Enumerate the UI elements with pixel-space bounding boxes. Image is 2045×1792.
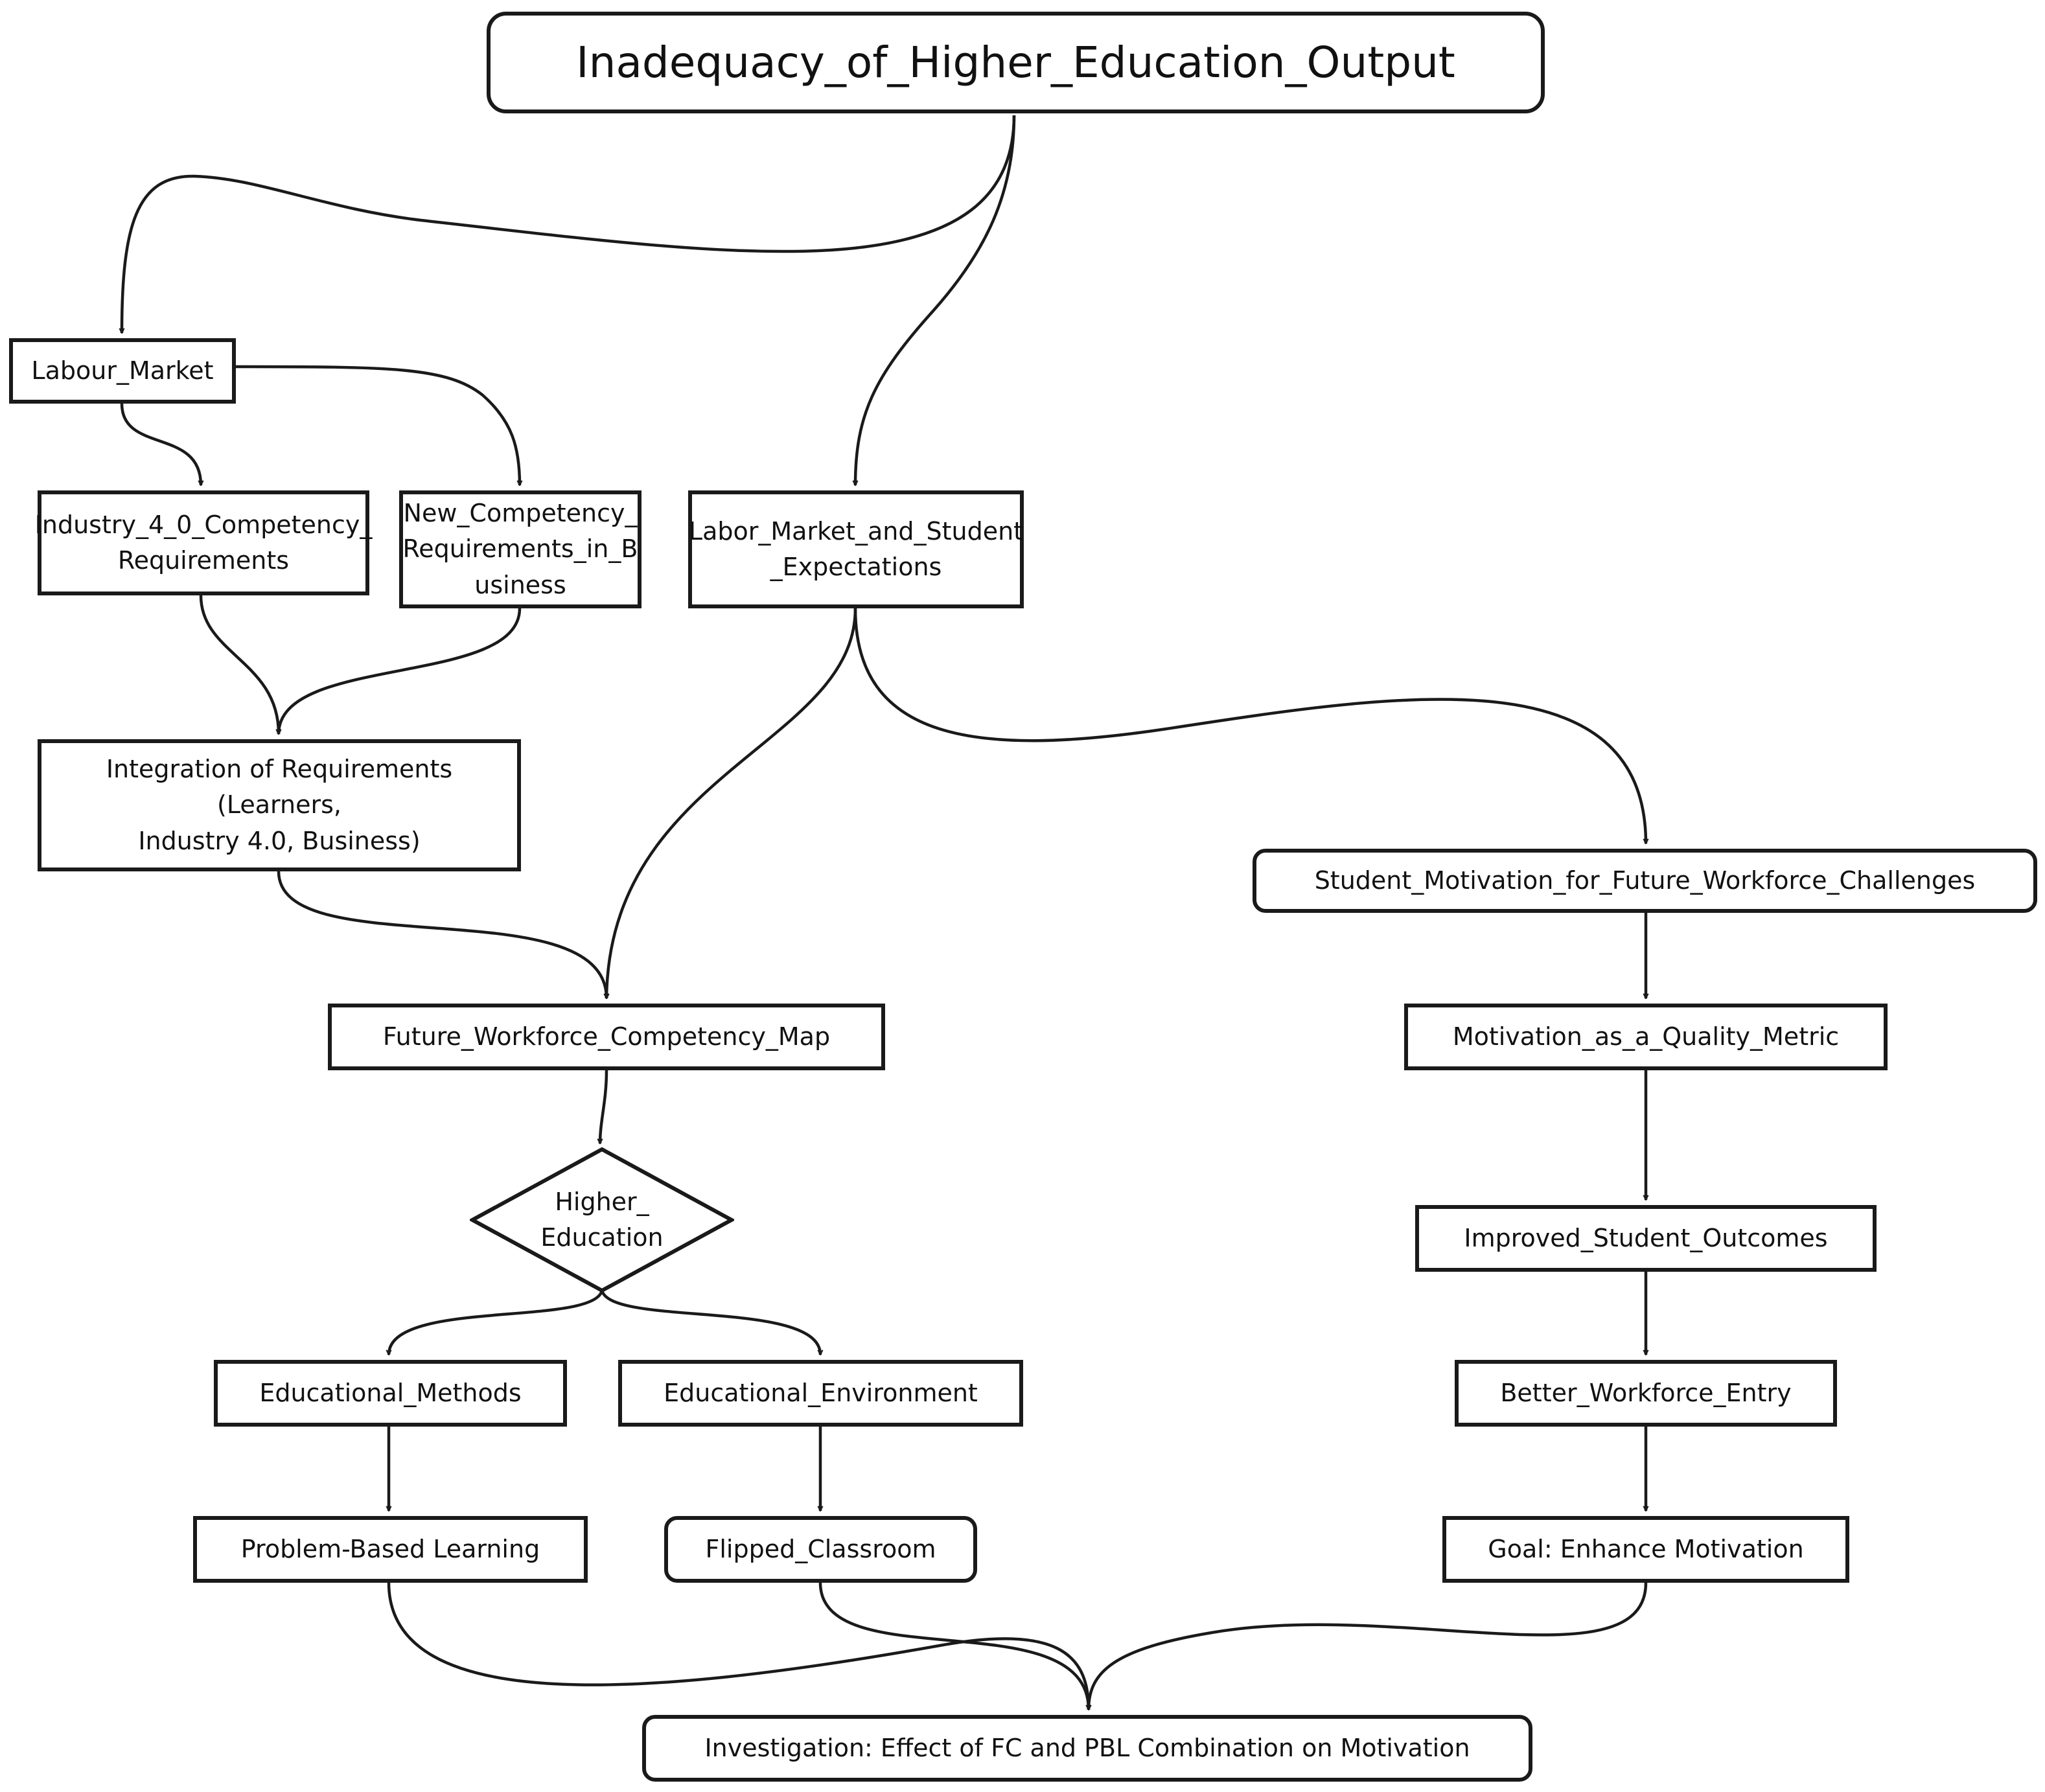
edge-labor-student-to-student-motivation [853,608,1646,844]
goal-node: Goal: Enhance Motivation [1442,1516,1849,1583]
flipped-label: Flipped_Classroom [705,1534,936,1563]
higher-education-diamond [470,1147,734,1293]
student-motivation-label: Student_Motivation_for_Future_Workforce_… [1314,866,1976,895]
goal-label: Goal: Enhance Motivation [1488,1534,1804,1563]
edge-labour-market-to-new-competency [235,365,520,485]
industry-requirements-node: Industry_4_0_Competency_ Requirements [35,490,372,595]
new-competency-label: New_Competency_ Requirements_in_B usines… [402,499,638,599]
labor-student-label: Labor_Market_and_Student _Expectations [688,516,1024,581]
motivation-metric-label: Motivation_as_a_Quality_Metric [1452,1022,1840,1051]
educational-environment-node: Educational_Environment [618,1360,1023,1427]
improved-outcomes-label: Improved_Student_Outcomes [1464,1223,1828,1252]
flipped-node: Flipped_Classroom [664,1516,977,1583]
improved-outcomes-node: Improved_Student_Outcomes [1415,1205,1877,1272]
new-competency-node: New_Competency_ Requirements_in_B usines… [399,490,641,608]
student-motivation-node: Student_Motivation_for_Future_Workforce_… [1253,849,2037,913]
edge-integration-to-competency-map [277,871,607,998]
higher-education-label: Higher_ Education [540,1187,664,1252]
integration-label: Integration of Requirements (Learners, I… [106,755,453,855]
edge-higher-education-to-educational-methods [389,1290,604,1355]
industry-requirements-label: Industry_4_0_Competency_ Requirements [34,510,373,575]
investigation-label: Investigation: Effect of FC and PBL Comb… [704,1733,1470,1762]
edge-root-to-labour-market [122,115,1016,333]
edge-industry-to-integration [199,595,279,734]
better-entry-node: Better_Workforce_Entry [1455,1360,1837,1427]
pbl-node: Problem-Based Learning [193,1516,588,1583]
edge-goal-to-investigation [1089,1582,1648,1710]
labor-student-node: Labor_Market_and_Student _Expectations [688,490,1024,608]
integration-node: Integration of Requirements (Learners, I… [38,739,521,871]
better-entry-label: Better_Workforce_Entry [1500,1378,1792,1407]
educational-methods-label: Educational_Methods [259,1378,522,1407]
educational-methods-node: Educational_Methods [214,1360,567,1427]
edge-flipped-to-investigation [818,1582,1089,1710]
edge-labour-market-to-industry [120,403,201,485]
pbl-label: Problem-Based Learning [240,1534,540,1563]
competency-map-node: Future_Workforce_Competency_Map [328,1004,885,1070]
labour-market-label: Labour_Market [31,356,214,385]
competency-map-label: Future_Workforce_Competency_Map [382,1022,831,1051]
edge-labor-student-to-competency-map [607,608,857,998]
edge-higher-education-to-educational-environment [600,1290,820,1355]
edge-new-competency-to-integration [279,608,522,734]
root-node: Inadequacy_of_Higher_Education_Output [487,12,1545,113]
edge-root-to-labor-student [855,115,1016,485]
labour-market-node: Labour_Market [9,338,236,404]
root-label: Inadequacy_of_Higher_Education_Output [576,37,1455,87]
edge-pbl-to-investigation [387,1582,1089,1710]
edge-competency-map-to-higher-education [600,1070,608,1143]
investigation-node: Investigation: Effect of FC and PBL Comb… [642,1715,1532,1782]
motivation-metric-node: Motivation_as_a_Quality_Metric [1404,1004,1888,1070]
educational-environment-label: Educational_Environment [664,1378,978,1407]
edges [122,115,1646,1710]
